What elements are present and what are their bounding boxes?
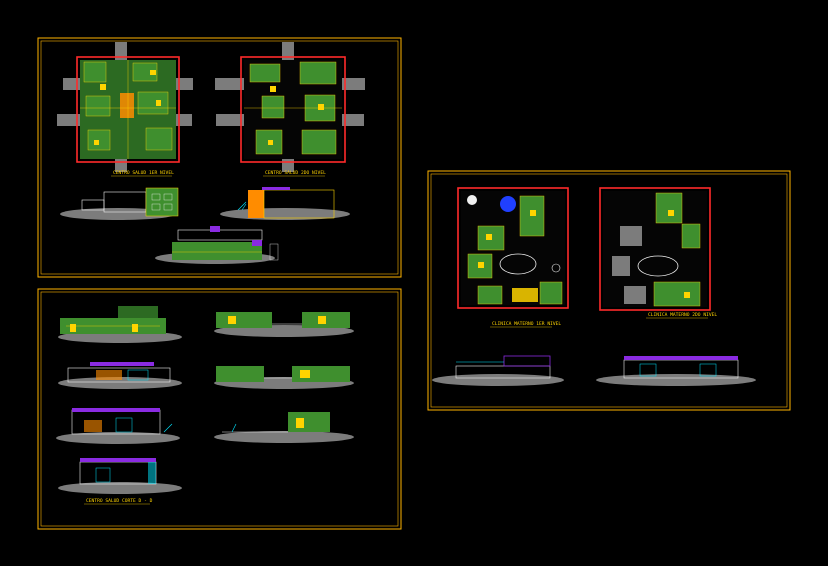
- sheet-3-plan-b: CLINICA MATERNO 2DO NIVEL: [599, 187, 717, 319]
- sheet-3-plan-b-title: CLINICA MATERNO 2DO NIVEL: [648, 312, 717, 318]
- tree-symbol-blue: [500, 196, 516, 212]
- sheet-1-plan-b: CENTRO SALUD 2DO NIVEL: [215, 42, 365, 177]
- sheet-1-section-c: [155, 226, 279, 264]
- sheet-1-frame-outer: [37, 37, 402, 278]
- sheet-1-plan-b-title: CENTRO SALUD 2DO NIVEL: [265, 170, 326, 176]
- sheet-1: CENTRO SALUD 1ER NIVEL CENTRO SALUD 2DO …: [37, 37, 402, 278]
- sheet-2-elevation-7: [214, 412, 354, 443]
- sheet-3-frame-inner: [430, 173, 788, 408]
- sheet-2-elevation-4: CENTRO SALUD CORTE D - D: [58, 458, 182, 505]
- sheet-2-elevation-3: [56, 408, 180, 444]
- sheet-1-plan-a-title: CENTRO SALUD 1ER NIVEL: [113, 170, 174, 176]
- sheet-3-elevation-a: [432, 355, 564, 386]
- sheet-3-plan-a-title: CLINICA MATERNO 1ER NIVEL: [492, 321, 561, 327]
- sheet-2-elevation-5: [214, 312, 354, 337]
- sheet-3: CLINICA MATERNO 1ER NIVEL CLINICA MATERN…: [427, 170, 791, 411]
- sheet-3-elevation-b: [596, 356, 756, 386]
- sheet-3-frame-outer: [427, 170, 791, 411]
- sheet-2-frame-inner: [40, 291, 399, 527]
- sheet-1-section-a: [60, 187, 179, 220]
- sheet-2-elevation-title: CENTRO SALUD CORTE D - D: [86, 498, 153, 504]
- sheet-1-frame-inner: [40, 40, 399, 275]
- sheet-1-section-b: [220, 187, 350, 220]
- sheet-3-plan-a: CLINICA MATERNO 1ER NIVEL: [457, 187, 569, 328]
- sheet-2-elevation-2: [58, 362, 182, 389]
- sheet-2: CENTRO SALUD CORTE D - D: [37, 288, 402, 530]
- sheet-2-elevation-6: [214, 366, 354, 389]
- sheet-2-frame-outer: [37, 288, 402, 530]
- sheet-2-elevation-1: [58, 306, 182, 343]
- sheet-1-plan-a: CENTRO SALUD 1ER NIVEL: [57, 42, 193, 177]
